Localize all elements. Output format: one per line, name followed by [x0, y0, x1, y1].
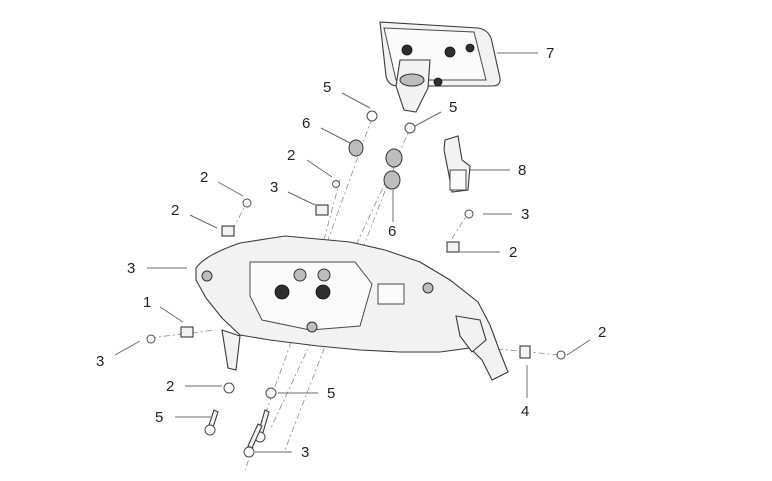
grommet-part-6-a: [348, 139, 364, 157]
display-unit-part-7: [379, 21, 501, 113]
callout-5: 5: [449, 99, 457, 116]
callout-3: 2: [171, 202, 179, 219]
main-housing-part-1: [195, 235, 509, 381]
callout-3: 1: [143, 294, 151, 311]
callout-1: 3: [127, 260, 135, 277]
callout-2: 2: [287, 147, 295, 164]
callout-2: 2: [200, 169, 208, 186]
callout-2: 2: [598, 324, 606, 341]
callout-labels: 7 5 5 6 2 8 2 3 3 2 6 2 3 1 3 2 2 5 5 4 …: [96, 45, 606, 461]
callout-2: 3: [521, 206, 529, 223]
callout-5: 5: [323, 79, 331, 96]
callout-6: 6: [302, 115, 310, 132]
callout-7: 7: [546, 45, 554, 62]
callout-2: 3: [96, 353, 104, 370]
callout-3: 3: [270, 179, 278, 196]
callout-3: 4: [521, 403, 529, 420]
bracket-part-8: [443, 135, 471, 193]
callout-4: 3: [301, 444, 309, 461]
callout-8: 8: [518, 162, 526, 179]
leader-lines: [114, 52, 591, 453]
callout-6: 6: [388, 223, 396, 240]
callout-5: 2: [166, 378, 174, 395]
fasteners: [146, 110, 566, 458]
callout-3: 2: [509, 244, 517, 261]
grommet-part-6-b: [383, 148, 403, 190]
callout-5: 5: [327, 385, 335, 402]
callout-4: 5: [155, 409, 163, 426]
